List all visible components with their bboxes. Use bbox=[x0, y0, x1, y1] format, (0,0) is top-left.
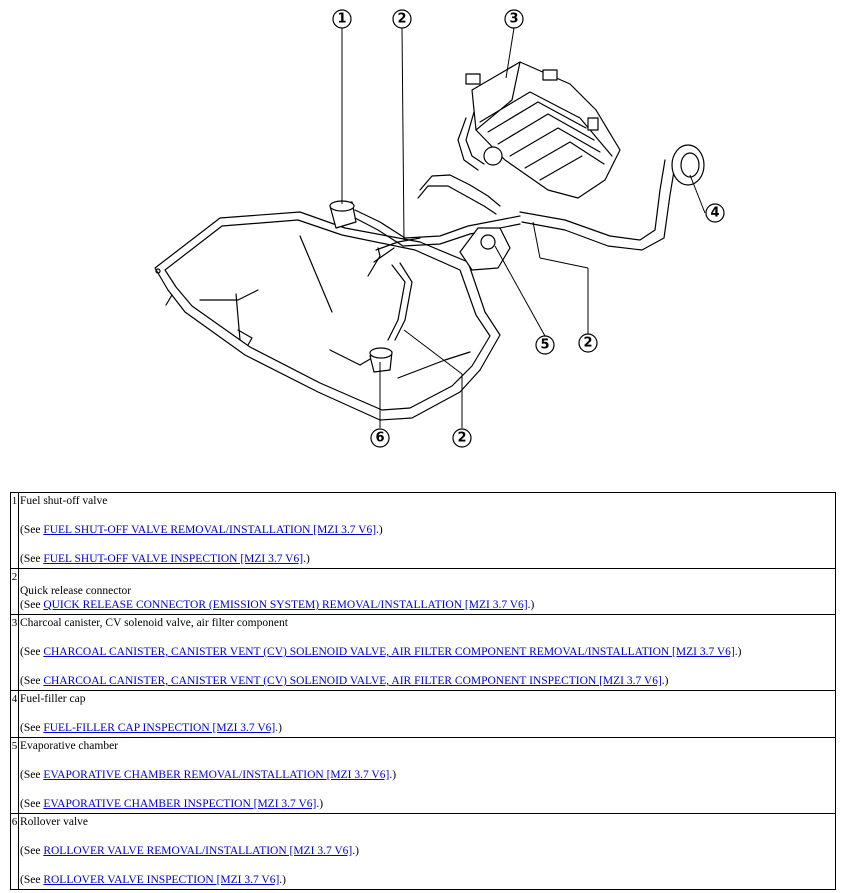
part-description: Fuel-filler cap (See FUEL-FILLER CAP INSP… bbox=[18, 690, 836, 738]
procedure-link[interactable]: EVAPORATIVE CHAMBER REMOVAL/INSTALLATION… bbox=[43, 769, 390, 781]
callout-5: 5 bbox=[535, 335, 555, 355]
evap-system-diagram: 1 2 3 4 5 2 6 2 bbox=[154, 9, 725, 448]
callout-2-bottom: 2 bbox=[452, 428, 472, 448]
reference-prefix: (See bbox=[20, 524, 44, 536]
see-reference: (See EVAPORATIVE CHAMBER REMOVAL/INSTALL… bbox=[20, 768, 835, 782]
part-name: Rollover valve bbox=[20, 816, 89, 828]
part-description: Evaporative chamber (See EVAPORATIVE CHAM… bbox=[18, 737, 836, 814]
charcoal-canister-drawing bbox=[465, 61, 621, 199]
part-name: Fuel shut-off valve bbox=[20, 495, 108, 507]
see-reference: (See ROLLOVER VALVE REMOVAL/INSTALLATION… bbox=[20, 844, 835, 858]
fuel-shutoff-valve-drawing bbox=[329, 200, 357, 229]
procedure-link[interactable]: ROLLOVER VALVE REMOVAL/INSTALLATION [MZI… bbox=[43, 845, 353, 857]
part-number: 2 bbox=[10, 568, 19, 615]
procedure-link[interactable]: QUICK RELEASE CONNECTOR (EMISSION SYSTEM… bbox=[43, 599, 528, 611]
part-description: Fuel shut-off valve (See FUEL SHUT-OFF VA… bbox=[18, 492, 836, 569]
procedure-link[interactable]: CHARCOAL CANISTER, CANISTER VENT (CV) SO… bbox=[43, 675, 662, 687]
reference-suffix: .) bbox=[389, 769, 397, 781]
part-number: 6 bbox=[10, 813, 19, 890]
fuel-tank-drawing bbox=[154, 211, 501, 421]
svg-text:2: 2 bbox=[583, 336, 592, 351]
see-reference: (See CHARCOAL CANISTER, CANISTER VENT (C… bbox=[20, 674, 835, 688]
see-reference: (See FUEL-FILLER CAP INSPECTION [MZI 3.7… bbox=[20, 721, 835, 735]
procedure-link[interactable]: ROLLOVER VALVE INSPECTION [MZI 3.7 V6] bbox=[43, 874, 280, 886]
reference-prefix: (See bbox=[20, 845, 44, 857]
rollover-valve-drawing bbox=[369, 347, 393, 373]
reference-prefix: (See bbox=[20, 874, 44, 886]
leader-lines bbox=[341, 27, 706, 428]
evaporative-chamber-drawing bbox=[459, 227, 511, 271]
part-description: Rollover valve (See ROLLOVER VALVE REMOVA… bbox=[18, 813, 836, 890]
svg-text:1: 1 bbox=[337, 12, 346, 27]
see-reference: (See CHARCOAL CANISTER, CANISTER VENT (C… bbox=[20, 645, 835, 659]
see-reference: (See EVAPORATIVE CHAMBER INSPECTION [MZI… bbox=[20, 797, 835, 811]
reference-suffix: .) bbox=[376, 524, 383, 536]
reference-suffix: .) bbox=[316, 798, 324, 810]
reference-suffix: .) bbox=[303, 553, 310, 565]
procedure-link[interactable]: EVAPORATIVE CHAMBER INSPECTION [MZI 3.7 … bbox=[43, 798, 317, 810]
reference-prefix: (See bbox=[20, 599, 44, 611]
reference-prefix: (See bbox=[20, 798, 44, 810]
fuel-filler-cap-drawing bbox=[671, 144, 705, 186]
reference-suffix: .) bbox=[352, 845, 359, 857]
reference-prefix: (See bbox=[20, 769, 44, 781]
svg-text:3: 3 bbox=[509, 12, 518, 27]
svg-text:2: 2 bbox=[397, 12, 406, 27]
part-number: 5 bbox=[10, 737, 19, 814]
reference-prefix: (See bbox=[20, 722, 44, 734]
callout-1: 1 bbox=[332, 9, 352, 29]
svg-text:5: 5 bbox=[540, 338, 549, 353]
vapor-hoses-drawing bbox=[354, 111, 676, 341]
part-description: Quick release connector(See QUICK RELEAS… bbox=[18, 568, 836, 615]
callout-2-right: 2 bbox=[578, 333, 598, 353]
part-number: 3 bbox=[10, 614, 19, 691]
reference-prefix: (See bbox=[20, 675, 44, 687]
part-name: Charcoal canister, CV solenoid valve, ai… bbox=[20, 617, 288, 629]
procedure-link[interactable]: FUEL SHUT-OFF VALVE INSPECTION [MZI 3.7 … bbox=[43, 553, 304, 565]
part-number: 1 bbox=[10, 492, 19, 569]
part-name: Quick release connector bbox=[20, 585, 132, 597]
see-reference: (See FUEL SHUT-OFF VALVE INSPECTION [MZI… bbox=[20, 552, 835, 566]
reference-suffix: .) bbox=[275, 722, 282, 734]
procedure-link[interactable]: FUEL-FILLER CAP INSPECTION [MZI 3.7 V6] bbox=[43, 722, 276, 734]
svg-text:6: 6 bbox=[375, 431, 384, 446]
callout-4: 4 bbox=[705, 203, 725, 223]
reference-suffix: .) bbox=[279, 874, 287, 886]
svg-text:4: 4 bbox=[710, 206, 719, 221]
see-reference: (See ROLLOVER VALVE INSPECTION [MZI 3.7 … bbox=[20, 873, 835, 887]
reference-prefix: (See bbox=[20, 646, 44, 658]
part-name: Fuel-filler cap bbox=[20, 693, 86, 705]
procedure-link[interactable]: CHARCOAL CANISTER, CANISTER VENT (CV) SO… bbox=[43, 646, 735, 658]
part-description: Charcoal canister, CV solenoid valve, ai… bbox=[18, 614, 836, 691]
callout-3: 3 bbox=[504, 9, 524, 29]
svg-text:2: 2 bbox=[457, 431, 466, 446]
see-reference: (See FUEL SHUT-OFF VALVE REMOVAL/INSTALL… bbox=[20, 523, 835, 537]
procedure-link[interactable]: FUEL SHUT-OFF VALVE REMOVAL/INSTALLATION… bbox=[43, 524, 377, 536]
reference-suffix: .) bbox=[734, 646, 742, 658]
callout-6: 6 bbox=[370, 428, 390, 448]
callout-2-top: 2 bbox=[392, 9, 412, 29]
reference-suffix: .) bbox=[527, 599, 535, 611]
part-number: 4 bbox=[10, 690, 19, 738]
part-name: Evaporative chamber bbox=[20, 740, 119, 752]
see-reference: (See QUICK RELEASE CONNECTOR (EMISSION S… bbox=[20, 598, 835, 612]
reference-suffix: .) bbox=[661, 675, 669, 687]
reference-prefix: (See bbox=[20, 553, 44, 565]
